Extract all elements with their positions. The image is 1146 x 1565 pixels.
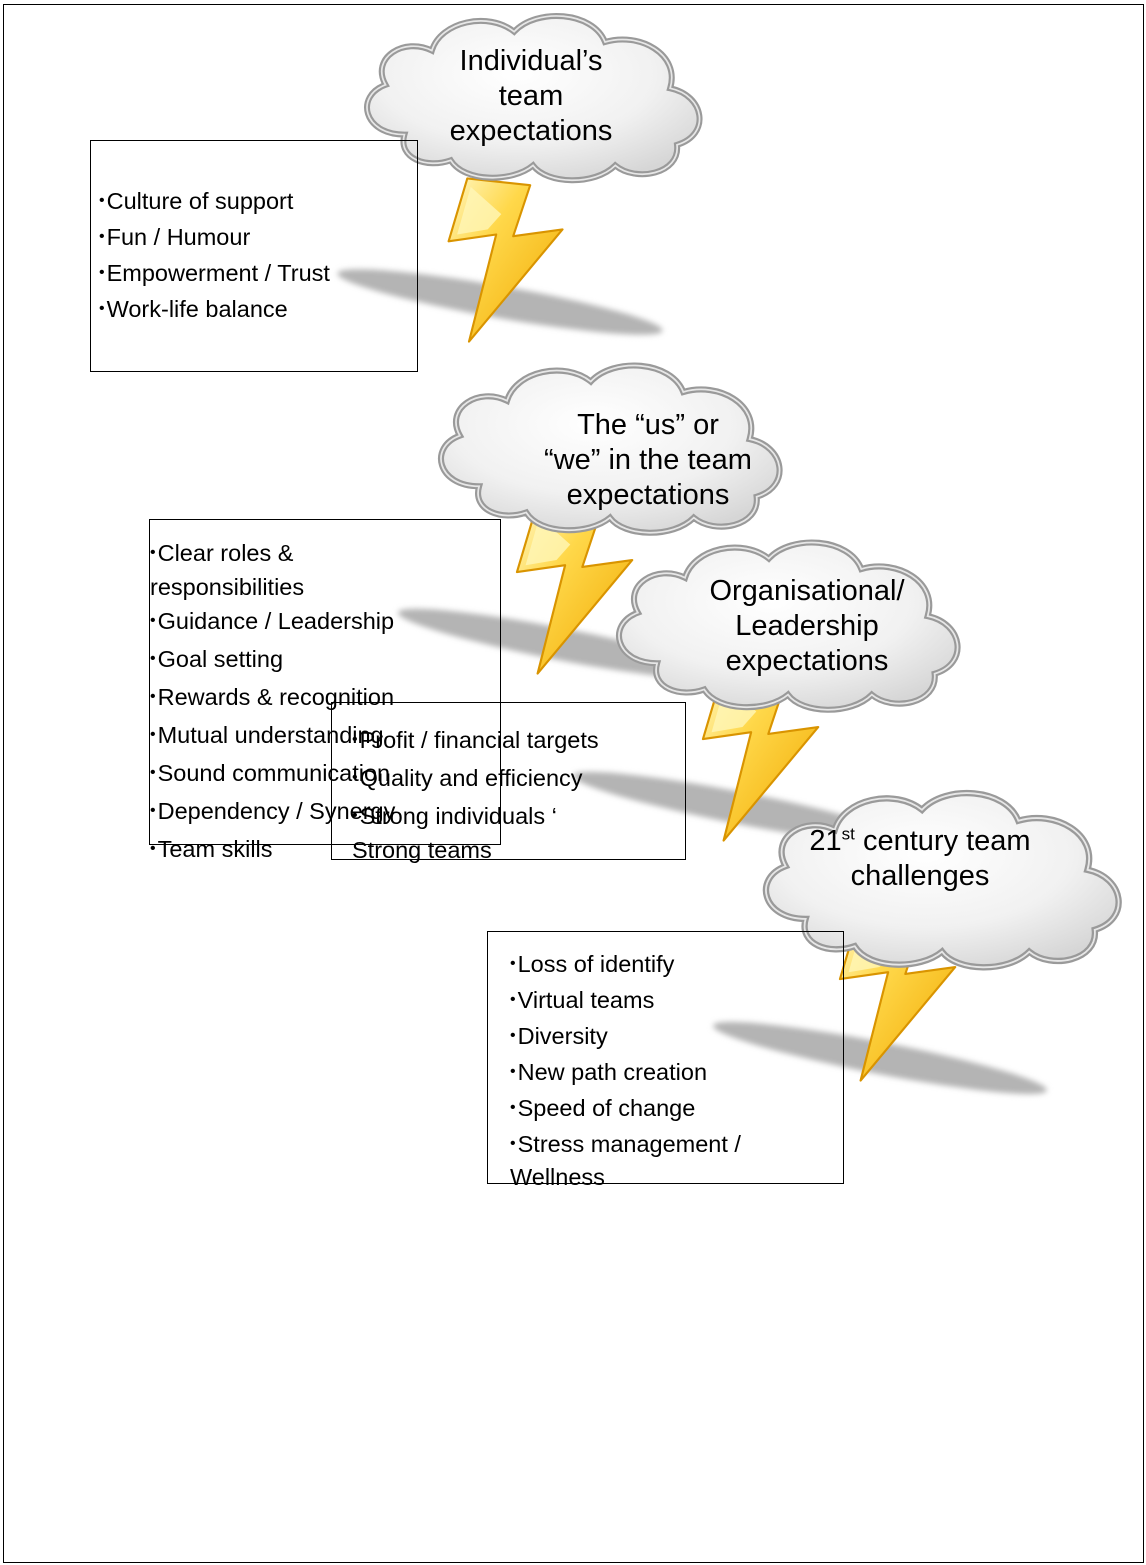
bullet-list: •Loss of identify•Virtual teams•Diversit… — [488, 932, 843, 1192]
cloud-label-line: Leadership — [735, 609, 879, 642]
list-item-text: Virtual teams — [517, 987, 655, 1013]
list-item-text: Sound communication — [157, 760, 391, 786]
list-item-text: Profit / financial targets — [359, 727, 599, 753]
bullet-icon: • — [510, 1063, 516, 1080]
list-item: •Loss of identify — [510, 946, 843, 982]
cloud-label-line: challenges — [850, 859, 990, 892]
bullet-icon: • — [510, 991, 516, 1008]
cloud-label-21st-century: 21st century team challenges — [740, 824, 1100, 894]
bullet-icon: • — [150, 726, 156, 743]
cloud-label-line: Organisational/ — [709, 575, 905, 607]
list-item: •Empowerment / Trust — [99, 255, 417, 291]
cloud-label-line: Individual’s — [459, 45, 603, 77]
list-item-continuation: responsibilities — [150, 574, 305, 600]
bullet-icon: • — [352, 731, 358, 748]
bullet-icon: • — [352, 769, 358, 786]
bullet-icon: • — [150, 650, 156, 667]
bullet-list: •Culture of support•Fun / Humour•Empower… — [91, 141, 417, 327]
list-item-text: Rewards & recognition — [157, 684, 395, 710]
list-item-text: Loss of identify — [517, 951, 675, 977]
bullet-icon: • — [510, 1135, 516, 1152]
bullet-icon: • — [150, 612, 156, 629]
bullet-icon: • — [150, 802, 156, 819]
list-item: •Team skills — [150, 830, 500, 868]
cloud-label-line: 21st century team — [740, 824, 1100, 859]
bullet-icon: • — [510, 1099, 516, 1116]
list-item-text: Quality and efficiency — [359, 765, 583, 791]
list-item-text: Mutual understanding — [157, 722, 384, 748]
list-item: •Culture of support — [99, 183, 417, 219]
list-box-us-we: •Clear roles &responsibilities•Guidance … — [149, 519, 501, 862]
cloud-label-line: expectations — [725, 644, 889, 677]
page-frame — [3, 4, 1144, 1563]
bullet-icon: • — [99, 300, 105, 317]
list-item-text: Team skills — [157, 836, 273, 862]
list-item: •Strong individuals ‘ Strong teams — [352, 797, 685, 865]
list-item-text: Strong individuals ‘ — [359, 803, 557, 829]
cloud-label-suffix: century team — [854, 825, 1031, 857]
list-item: •Clear roles & responsibilities — [150, 534, 500, 602]
list-box-21st-century: •Loss of identify•Virtual teams•Diversit… — [487, 931, 844, 1190]
list-item: •Speed of change — [510, 1090, 843, 1126]
list-item: •Sound communication — [150, 754, 500, 792]
list-item: •Guidance / Leadership — [150, 602, 500, 640]
cloud-label-us-we: The “us” or “we” in the team expectation… — [498, 408, 798, 512]
cloud-label-line: “we” in the team — [544, 443, 752, 476]
list-box-individual: •Culture of support•Fun / Humour•Empower… — [90, 140, 418, 372]
bullet-icon: • — [99, 264, 105, 281]
list-item-continuation: Wellness — [510, 1164, 605, 1190]
list-item-text: Clear roles & — [157, 540, 294, 566]
list-item-text: Dependency / Synergy — [157, 798, 396, 824]
cloud-label-organisational: Organisational/ Leadership expectations — [672, 574, 942, 678]
list-item-text: Empowerment / Trust — [106, 260, 330, 286]
bullet-list: •Profit / financial targets•Quality and … — [332, 703, 685, 865]
bullet-list: •Clear roles &responsibilities•Guidance … — [150, 520, 500, 868]
list-item: •Goal setting — [150, 640, 500, 678]
list-item-text: Speed of change — [517, 1095, 696, 1121]
list-item-continuation: Strong teams — [352, 837, 492, 863]
cloud-label-line: The “us” or — [577, 409, 719, 441]
list-item-text: Work-life balance — [106, 296, 288, 322]
cloud-label-individual: Individual’s team expectations — [400, 44, 662, 148]
list-item: •Diversity — [510, 1018, 843, 1054]
list-item: •New path creation — [510, 1054, 843, 1090]
list-item: •Stress management / Wellness — [510, 1126, 843, 1192]
list-item: •Quality and efficiency — [352, 759, 685, 797]
list-item: •Dependency / Synergy — [150, 792, 500, 830]
list-item-text: Fun / Humour — [106, 224, 251, 250]
list-item: •Work-life balance — [99, 291, 417, 327]
list-box-organisational: •Profit / financial targets•Quality and … — [331, 702, 686, 863]
cloud-label-ordinal: st — [841, 824, 855, 844]
bullet-icon: • — [150, 840, 156, 857]
cloud-label-number: 21 — [809, 825, 842, 857]
list-item-text: Goal setting — [157, 646, 284, 672]
list-item: •Virtual teams — [510, 982, 843, 1018]
list-item: •Mutual understanding — [150, 716, 500, 754]
cloud-label-line: expectations — [449, 114, 613, 147]
list-item-text: Stress management / — [517, 1131, 741, 1157]
bullet-icon: • — [510, 1027, 516, 1044]
list-item-text: New path creation — [517, 1059, 708, 1085]
bullet-icon: • — [510, 955, 516, 972]
cloud-label-line: team — [498, 79, 564, 112]
bullet-icon: • — [150, 764, 156, 781]
list-item: •Fun / Humour — [99, 219, 417, 255]
list-item-text: Diversity — [517, 1023, 608, 1049]
bullet-icon: • — [352, 807, 358, 824]
list-item: •Rewards & recognition — [150, 678, 500, 716]
bullet-icon: • — [150, 544, 156, 561]
bullet-icon: • — [99, 192, 105, 209]
list-item-text: Culture of support — [106, 188, 294, 214]
bullet-icon: • — [150, 688, 156, 705]
list-item-text: Guidance / Leadership — [157, 608, 395, 634]
cloud-label-line: expectations — [566, 478, 730, 511]
bullet-icon: • — [99, 228, 105, 245]
list-item: •Profit / financial targets — [352, 721, 685, 759]
